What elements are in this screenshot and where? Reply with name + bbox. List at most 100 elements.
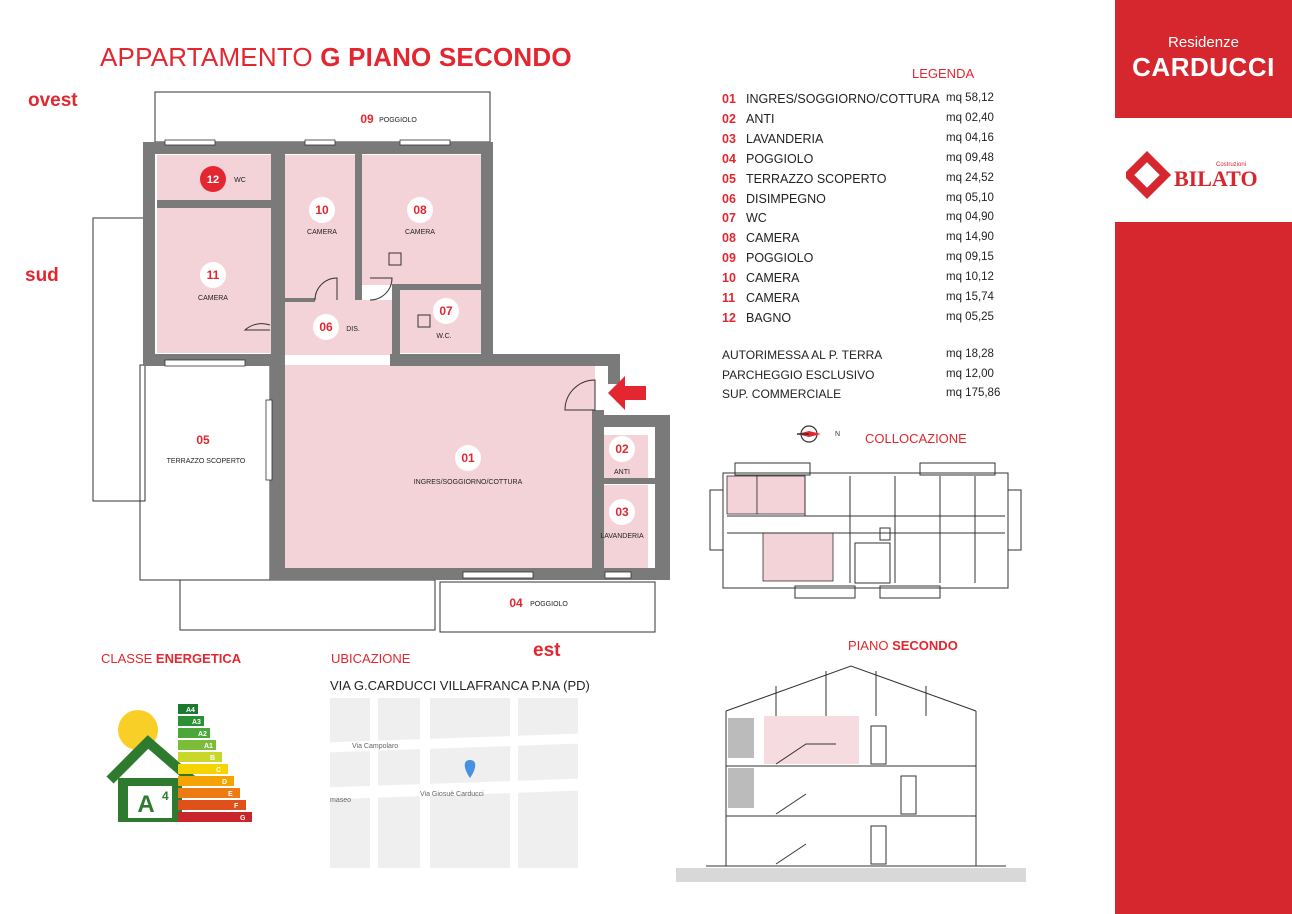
extras-row: AUTORIMESSA AL P. TERRA mq 18,28 — [722, 348, 1012, 362]
extras-area: mq 12,00 — [946, 367, 994, 380]
legend-number: 12 — [722, 310, 736, 325]
legend-title: LEGENDA — [912, 66, 975, 81]
building-placement-plan — [709, 462, 1022, 599]
svg-text:LAVANDERIA: LAVANDERIA — [600, 533, 644, 540]
legend-number: 03 — [722, 131, 736, 146]
entry-arrow-icon — [608, 376, 646, 410]
energy-bar — [178, 764, 228, 774]
legend-area: mq 09,15 — [946, 251, 994, 264]
energy-bar — [178, 740, 216, 750]
legend-number: 09 — [722, 251, 736, 266]
direction-east: est — [533, 640, 561, 661]
legend-area: mq 14,90 — [946, 231, 994, 244]
svg-text:POGGIOLO: POGGIOLO — [379, 117, 417, 124]
brand-banner — [1115, 0, 1292, 118]
svg-text:4: 4 — [162, 789, 169, 803]
legend-area: mq 05,10 — [946, 191, 994, 204]
energy-bar-label: C — [216, 767, 221, 774]
building-section — [676, 665, 1026, 882]
svg-text:BILATO: BILATO — [1174, 166, 1258, 191]
energy-bar — [178, 704, 198, 714]
bilato-logo: BILATO Costruzioni — [1126, 150, 1258, 200]
svg-text:09: 09 — [360, 112, 374, 126]
svg-text:01: 01 — [461, 451, 475, 465]
side-strip — [1115, 222, 1292, 914]
legend-number: 10 — [722, 271, 736, 286]
legend-room-name: DISIMPEGNO — [746, 191, 826, 206]
placement-title: COLLOCAZIONE — [865, 431, 967, 446]
svg-text:CAMERA: CAMERA — [405, 229, 435, 236]
location-map[interactable]: Via Campolaro Via Giosuè Carducci maseo — [330, 698, 578, 868]
legend-number: 06 — [722, 191, 736, 206]
legend-number: 08 — [722, 231, 736, 246]
svg-text:DIS.: DIS. — [346, 326, 360, 333]
legend-area: mq 10,12 — [946, 271, 994, 284]
legend-room-name: WC — [746, 211, 767, 226]
svg-text:10: 10 — [315, 203, 329, 217]
energy-bar-label: F — [234, 803, 239, 810]
extras-row: PARCHEGGIO ESCLUSIVO mq 12,00 — [722, 368, 1012, 382]
brand-name: CARDUCCI — [1132, 52, 1275, 82]
svg-text:02: 02 — [615, 442, 629, 456]
energy-bar-label: A4 — [186, 707, 195, 714]
legend-row: 10 CAMERA mq 10,12 — [722, 271, 1012, 291]
map-pin-icon — [464, 760, 476, 778]
energy-bar — [178, 776, 234, 786]
svg-text:ANTI: ANTI — [614, 469, 630, 476]
address-text: VIA G.CARDUCCI VILLAFRANCA P.NA (PD) — [330, 678, 590, 693]
svg-text:W.C.: W.C. — [436, 333, 451, 340]
energy-bar-label: G — [240, 815, 246, 822]
legend-row: 08 CAMERA mq 14,90 — [722, 231, 1012, 251]
legend-room-name: CAMERA — [746, 231, 800, 246]
compass-icon: N — [797, 425, 840, 443]
legend-row: 01 INGRES/SOGGIORNO/COTTURA mq 58,12 — [722, 92, 1012, 112]
extras-area: mq 175,86 — [946, 387, 1001, 399]
svg-text:CAMERA: CAMERA — [198, 295, 228, 302]
legend-room-name: INGRES/SOGGIORNO/COTTURA — [746, 92, 940, 106]
legend-area: mq 09,48 — [946, 151, 994, 164]
legend-room-name: POGGIOLO — [746, 151, 814, 166]
svg-text:05: 05 — [196, 433, 210, 447]
extras-name: AUTORIMESSA AL P. TERRA — [722, 348, 883, 362]
legend-room-name: CAMERA — [746, 291, 800, 305]
energy-bar — [178, 752, 222, 762]
legend-area: mq 15,74 — [946, 291, 994, 303]
energy-bar-label: D — [222, 779, 227, 786]
energy-bar — [178, 728, 210, 738]
svg-text:INGRES/SOGGIORNO/COTTURA: INGRES/SOGGIORNO/COTTURA — [414, 479, 523, 486]
legend-area: mq 02,40 — [946, 111, 994, 124]
svg-text:WC: WC — [234, 177, 246, 184]
svg-text:11: 11 — [207, 268, 220, 282]
extras-name: PARCHEGGIO ESCLUSIVO — [722, 367, 875, 382]
legend-number: 11 — [722, 291, 736, 305]
svg-text:06: 06 — [319, 320, 333, 334]
legend-area: mq 04,90 — [946, 211, 994, 224]
svg-text:12: 12 — [207, 174, 219, 186]
page-title: APPARTAMENTO G PIANO SECONDO — [100, 42, 572, 72]
energy-bar-label: A1 — [204, 743, 213, 750]
energy-bar — [178, 800, 246, 810]
legend-row: 06 DISIMPEGNO mq 05,10 — [722, 192, 1012, 212]
legend-room-name: ANTI — [746, 111, 775, 126]
extras-area: mq 18,28 — [946, 348, 994, 360]
direction-south: sud — [25, 265, 59, 286]
energy-bar-label: B — [210, 755, 215, 762]
svg-text:Costruzioni: Costruzioni — [1216, 162, 1246, 168]
legend-number: 01 — [722, 92, 736, 106]
svg-text:07: 07 — [439, 304, 453, 318]
energy-bar — [178, 812, 252, 822]
legend-area: mq 05,25 — [946, 310, 994, 323]
floor-plan: 12 WC 11 CAMERA 10 CAMERA 08 CAMERA 07 W… — [92, 91, 670, 633]
legend-area: mq 58,12 — [946, 92, 994, 104]
energy-bar-label: A2 — [198, 731, 207, 738]
legend-room-name: CAMERA — [746, 271, 800, 286]
